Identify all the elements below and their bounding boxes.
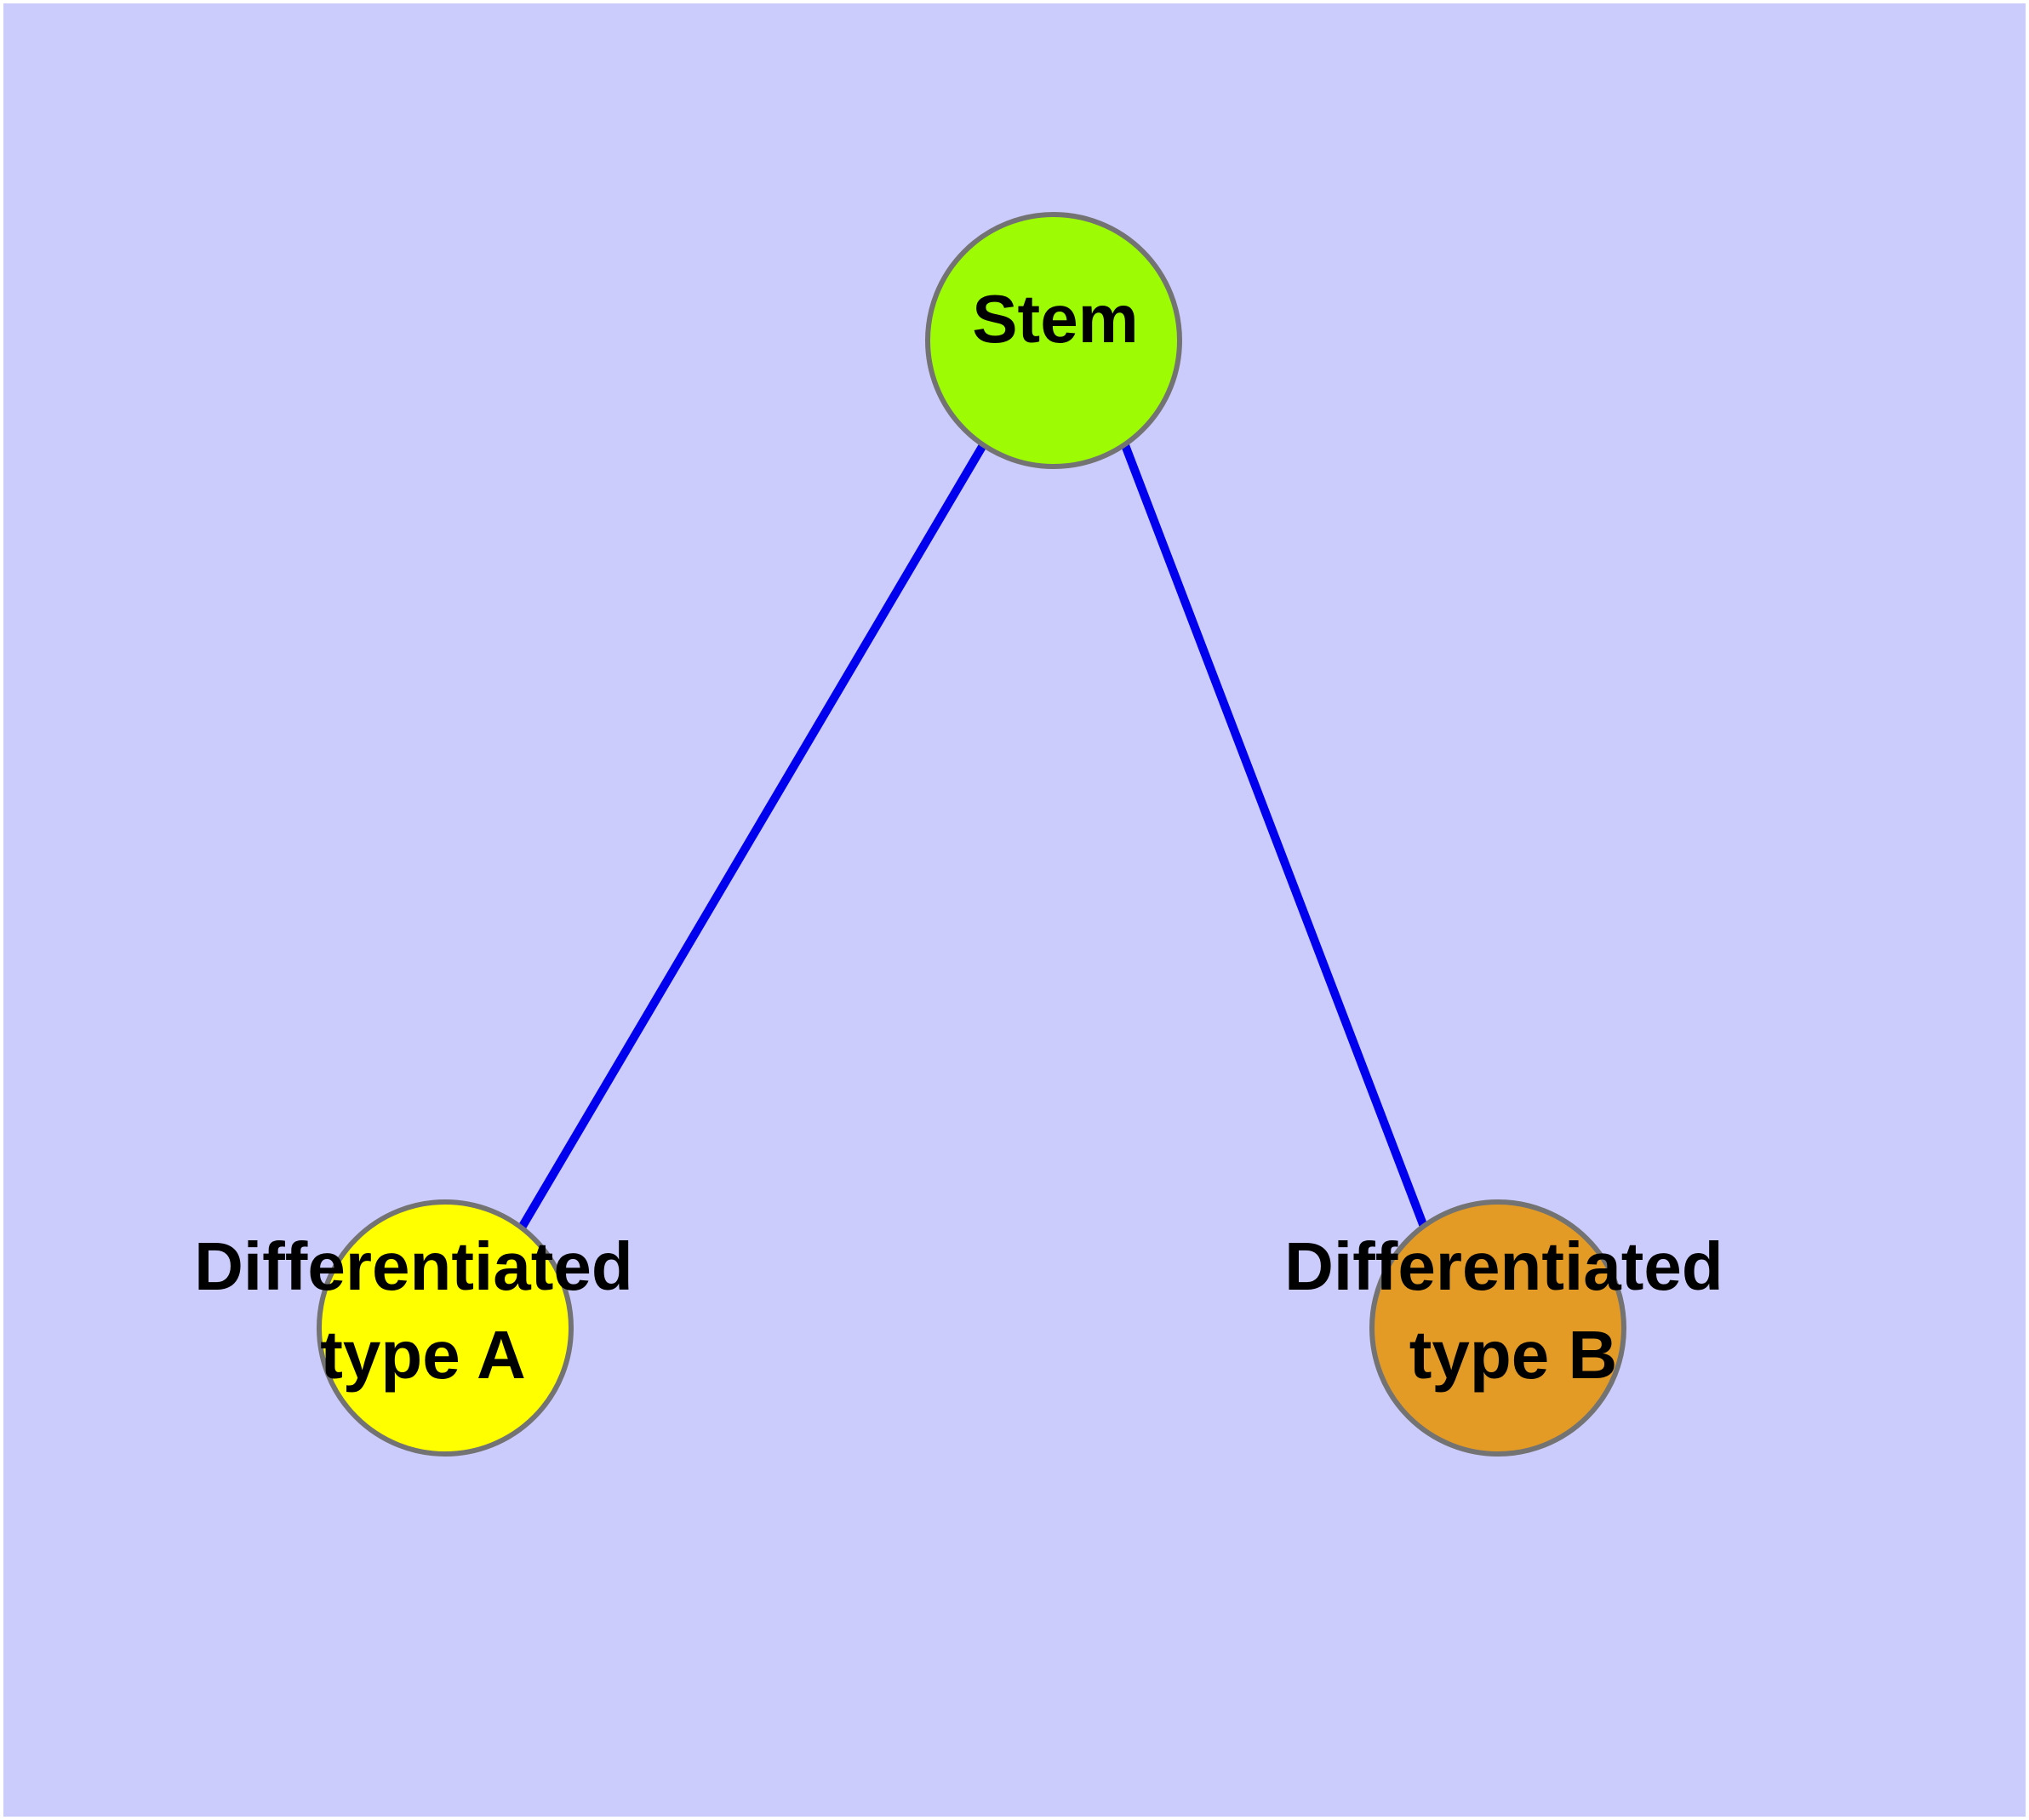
nodes-group	[317, 212, 1626, 1457]
node-differentiated-type-a-label-line1: Differentiated	[194, 1228, 633, 1304]
edges-group	[517, 443, 1428, 1230]
node-differentiated-type-b-circle[interactable]	[1369, 1199, 1626, 1457]
node-differentiated-type-a-label-line2: type A	[320, 1317, 526, 1393]
node-stem-circle[interactable]	[925, 212, 1182, 469]
node-stem-label: Stem	[972, 281, 1139, 357]
node-differentiated-type-a[interactable]	[317, 1199, 574, 1457]
node-stem[interactable]	[925, 212, 1182, 469]
node-stem-label-line1: Stem	[972, 281, 1139, 357]
node-differentiated-type-b-label: Differentiated type B	[1284, 1228, 1742, 1393]
edge-stem-to-type-a	[517, 443, 987, 1230]
node-differentiated-type-b-label-line2: type B	[1409, 1317, 1618, 1393]
edge-stem-to-type-b	[1121, 444, 1428, 1228]
labels-group: Stem Differentiated type A Differentiate…	[194, 281, 1742, 1393]
node-differentiated-type-a-label: Differentiated type A	[194, 1228, 652, 1393]
node-differentiated-type-b[interactable]	[1369, 1199, 1626, 1457]
node-differentiated-type-b-label-line1: Differentiated	[1284, 1228, 1723, 1304]
node-differentiated-type-a-circle[interactable]	[317, 1199, 574, 1457]
